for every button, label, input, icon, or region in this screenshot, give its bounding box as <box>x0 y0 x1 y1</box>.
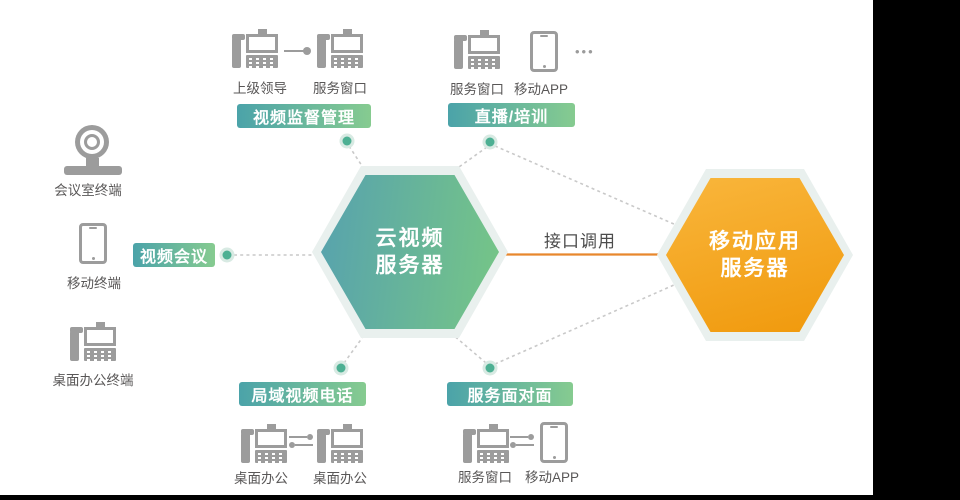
dotted-link-live-to-cloud <box>451 146 488 173</box>
pill-service-face-to-face: 服务面对面 <box>447 382 573 406</box>
desk-phone-icon <box>70 322 116 361</box>
caption-desktop-office-left: 桌面办公 <box>234 471 288 486</box>
phone-body <box>84 348 116 361</box>
mobile-server-title-line2: 服务器 <box>720 257 790 280</box>
caption-desktop-office-terminal: 桌面办公终端 <box>52 373 134 388</box>
phone-body <box>468 56 500 69</box>
desk-phone-icon <box>232 29 278 68</box>
caption-mobile-terminal: 移动终端 <box>67 276 121 291</box>
dotted-link-lan-phone <box>343 333 366 364</box>
desk-phone-icon <box>241 424 287 463</box>
phone-keypad <box>87 351 90 353</box>
phone-keypad <box>334 453 337 455</box>
phone-handset <box>454 35 467 69</box>
phone-screen <box>477 424 509 448</box>
phone-keypad <box>258 453 261 455</box>
phone-handset <box>317 34 330 68</box>
phone-keypad <box>334 58 337 60</box>
tablet-icon <box>79 223 107 264</box>
phone-keypad <box>249 58 252 60</box>
right-black-bar <box>873 0 960 500</box>
caption-desktop-office-right: 桌面办公 <box>313 471 367 486</box>
camera-base <box>64 166 122 175</box>
caption-mobile-app-top: 移动APP <box>513 82 568 97</box>
desk-phone-icon <box>454 30 500 69</box>
bottom-black-bar <box>0 495 960 500</box>
tablet-icon <box>530 31 558 72</box>
camera-neck <box>86 158 99 167</box>
phone-keypad <box>480 453 483 455</box>
camera-icon <box>64 125 122 175</box>
exchange-icon <box>289 434 313 448</box>
phone-screen <box>468 30 500 54</box>
exchange-line <box>289 436 307 438</box>
more-dots-icon: ••• <box>575 44 595 59</box>
pill-live-training: 直播/培训 <box>448 103 575 127</box>
phone-handset <box>241 429 254 463</box>
node-dot-face-to-face <box>482 360 498 376</box>
caption-superior-leader: 上级领导 <box>233 81 287 96</box>
phone-handset <box>463 429 476 463</box>
arrow-right-icon <box>284 47 311 55</box>
exchange-dot <box>289 442 295 448</box>
phone-body <box>331 55 363 68</box>
exchange-line <box>295 444 313 446</box>
phone-body <box>477 450 509 463</box>
dotted-link-face-to-cloud <box>451 333 487 364</box>
pill-lan-video-phone: 局域视频电话 <box>239 382 366 406</box>
pill-video-supervision: 视频监督管理 <box>237 104 371 128</box>
caption-meeting-room-terminal: 会议室终端 <box>54 183 122 198</box>
phone-screen <box>255 424 287 448</box>
caption-service-window-top-left: 服务窗口 <box>313 81 367 96</box>
phone-screen <box>84 322 116 346</box>
exchange-line <box>510 436 528 438</box>
mobile-server-title-line1: 移动应用 <box>709 230 801 253</box>
phone-keypad <box>471 59 474 61</box>
desk-phone-icon <box>317 29 363 68</box>
exchange-dot <box>307 434 313 440</box>
api-call-label: 接口调用 <box>544 232 616 251</box>
caption-mobile-app-bottom: 移动APP <box>524 470 579 485</box>
node-dot-supervision <box>339 133 355 149</box>
node-dot-meeting <box>219 247 235 263</box>
exchange-line <box>516 444 534 446</box>
phone-screen <box>331 424 363 448</box>
camera-lens <box>75 125 109 159</box>
caption-service-window-top-right: 服务窗口 <box>450 82 504 97</box>
tablet-icon <box>540 422 568 463</box>
node-dot-live <box>482 134 498 150</box>
cloud-server-title-line2: 服务器 <box>375 254 445 277</box>
phone-body <box>246 55 278 68</box>
phone-handset <box>317 429 330 463</box>
caption-service-window-bottom: 服务窗口 <box>458 470 512 485</box>
phone-body <box>331 450 363 463</box>
exchange-dot <box>528 434 534 440</box>
pill-video-meeting: 视频会议 <box>133 243 215 267</box>
exchange-dot <box>510 442 516 448</box>
dotted-link-face-to-mobile <box>494 280 684 365</box>
phone-handset <box>232 34 245 68</box>
cloud-server-title-line1: 云视频 <box>375 227 445 250</box>
node-dot-lan-phone <box>333 360 349 376</box>
dotted-link-live-to-mobile <box>494 145 684 229</box>
phone-screen <box>246 29 278 53</box>
phone-handset <box>70 327 83 361</box>
desk-phone-icon <box>463 424 509 463</box>
exchange-icon <box>510 434 534 448</box>
phone-body <box>255 450 287 463</box>
desk-phone-icon <box>317 424 363 463</box>
phone-screen <box>331 29 363 53</box>
mobile-app-server-hexagon: 移动应用 服务器 <box>666 178 844 332</box>
